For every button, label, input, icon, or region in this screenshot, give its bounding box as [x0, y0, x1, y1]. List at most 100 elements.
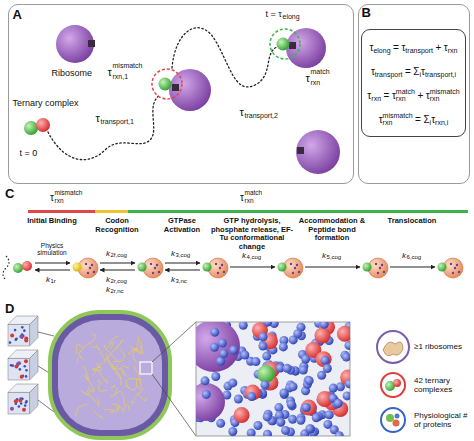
subscript: 2r,nc — [111, 288, 124, 295]
subscript: 2r,cog — [111, 278, 127, 285]
illustration-circle — [247, 428, 256, 436]
illustration-path — [76, 344, 84, 354]
illustration-circle — [381, 373, 405, 397]
illustration-circle — [456, 264, 458, 266]
illustration-circle — [299, 366, 308, 375]
illustration-circle — [323, 364, 332, 373]
math-symbol: τ — [379, 114, 383, 125]
illustration-rect — [28, 210, 95, 213]
illustration-path — [104, 345, 119, 363]
illustration-circle — [201, 376, 210, 385]
illustration-circle — [263, 412, 272, 421]
illustration-circle — [450, 263, 452, 265]
part-label: Ribosome — [52, 68, 93, 78]
illustration-line — [152, 374, 196, 436]
illustration-path — [137, 393, 147, 401]
legend-text: 42 ternary complexes — [414, 376, 452, 394]
illustration-circle — [381, 264, 383, 266]
illustration-circle — [15, 338, 18, 341]
illustration-circle — [296, 264, 298, 266]
legend-text: ≥1 ribosomes — [414, 342, 462, 351]
subscript: transport,i — [425, 71, 456, 78]
tau-symbol: τ — [240, 192, 244, 204]
illustration-circle — [257, 365, 275, 383]
illustration-circle — [210, 328, 219, 337]
tau-symbol: τ — [108, 66, 112, 79]
illustration-polygon — [30, 350, 38, 380]
illustration-circle — [228, 378, 237, 387]
illustration-path — [134, 366, 139, 373]
math-symbol: τ — [421, 66, 425, 77]
illustration-circle — [14, 338, 17, 341]
illustration-circle — [343, 391, 350, 400]
illustration-circle — [156, 264, 158, 266]
illustration-circle — [25, 369, 28, 372]
rate-constant: k — [171, 275, 175, 284]
illustration-circle — [87, 272, 89, 274]
illustration-path — [111, 404, 120, 413]
step-label: GTP hydrolysis, phosphate release, EF-Tu… — [208, 217, 296, 252]
illustration-circle — [202, 390, 211, 399]
illustration-circle — [363, 263, 372, 272]
illustration-circle — [91, 264, 93, 266]
illustration-circle — [169, 69, 211, 111]
step-label: Translocation — [381, 217, 443, 226]
illustration-line — [35, 263, 70, 264]
illustration-path — [98, 382, 107, 391]
subscript: 5,cog — [327, 254, 342, 261]
illustration-circle — [325, 410, 334, 419]
illustration-circle — [298, 271, 300, 273]
illustration-path — [116, 339, 123, 350]
illustration-path — [96, 345, 104, 360]
illustration-path — [97, 380, 100, 381]
illustration-circle — [25, 375, 28, 378]
illustration-circle — [290, 263, 292, 265]
illustration-circle — [138, 263, 147, 272]
illustration-circle — [306, 424, 315, 433]
illustration-circle — [25, 400, 28, 403]
subscript: elong — [283, 13, 300, 21]
illustration-circle — [438, 263, 447, 272]
step-label: GTPase Activation — [154, 217, 210, 234]
illustration-rect — [95, 210, 128, 213]
illustration-g — [8, 316, 38, 346]
illustration-path — [133, 345, 142, 354]
illustration-circle — [258, 342, 267, 351]
illustration-circle — [312, 413, 321, 422]
illustration-circle — [239, 322, 248, 330]
math-operator: = — [405, 66, 411, 77]
illustration-circle — [24, 404, 27, 407]
illustration-path — [116, 369, 123, 375]
illustration-line — [38, 332, 54, 336]
illustration-path — [114, 359, 123, 361]
math-symbol: τ — [431, 114, 435, 125]
subscript: 3,cog — [176, 252, 191, 259]
illustration-circle — [345, 379, 350, 388]
illustration-circle — [196, 322, 240, 372]
illustration-line — [230, 267, 275, 268]
illustration-circle — [73, 263, 82, 272]
illustration-circle — [21, 326, 24, 329]
illustration-circle — [344, 341, 350, 350]
illustration-path — [85, 374, 95, 392]
legend-item: 42 ternary complexes — [414, 376, 470, 394]
subscript: rxn — [383, 119, 413, 126]
illustration-line — [165, 270, 200, 271]
illustration-path — [81, 391, 89, 396]
illustration-circle — [221, 264, 223, 266]
illustration-circle — [240, 351, 249, 360]
illustration-circle — [395, 414, 400, 419]
math-symbol: Σ — [413, 66, 419, 77]
illustration-path — [130, 337, 139, 351]
illustration-circle — [321, 356, 330, 365]
illustration-path — [114, 391, 124, 404]
illustration-path — [3, 256, 9, 280]
illustration-circle — [383, 271, 385, 273]
superscript: match — [396, 88, 415, 95]
subscript: rxn,1 — [113, 73, 129, 81]
illustration-path — [98, 370, 108, 383]
panel-letter: B — [362, 6, 371, 21]
illustration-circle — [17, 361, 21, 365]
illustration-circle — [301, 400, 317, 416]
illustration-line — [152, 322, 196, 362]
